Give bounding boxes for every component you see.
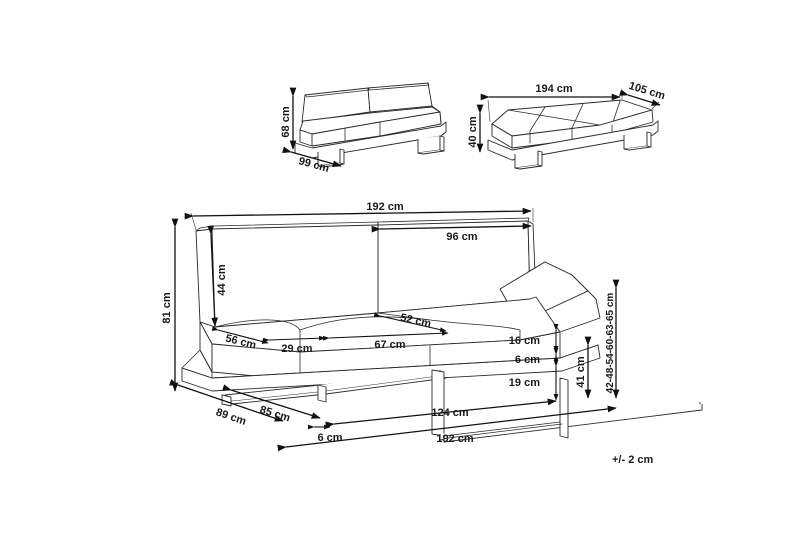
view-top-left-sofa: [294, 82, 447, 168]
dimension-main-seat-width: 67 cm: [322, 330, 449, 351]
dimension-main-total-height: 81 cm: [161, 218, 179, 392]
dimension-main-armrest-width: 29 cm: [262, 335, 326, 355]
dimension-label-tr-height: 40 cm: [467, 116, 479, 147]
dimension-tl-height: 68 cm: [280, 87, 297, 150]
dimension-label-main-frame-thickness: 6 cm: [515, 354, 540, 366]
dimension-label-main-overall-depth: 89 cm: [214, 406, 248, 428]
dimension-label-main-clearance-height: 19 cm: [509, 377, 540, 389]
view-top-right-bed: [487, 99, 659, 170]
dimension-label-main-leg-span: 124 cm: [431, 407, 469, 419]
dimension-main-clearance-height: 19 cm: [509, 360, 559, 401]
dimension-label-main-seat-thickness: 16 cm: [509, 335, 540, 347]
dimension-main-leg-span: 124 cm: [325, 398, 557, 429]
dimension-label-main-backrest-height: 44 cm: [216, 264, 228, 295]
dimension-main-backrest-height: 44 cm: [207, 225, 228, 327]
dimension-main-seat-height: 41 cm: [575, 336, 592, 399]
dimension-label-main-width-top: 192 cm: [366, 201, 404, 213]
dimension-label-tr-width: 194 cm: [535, 83, 573, 95]
dimension-tr-height: 40 cm: [467, 104, 484, 153]
dimension-label-tr-depth: 105 cm: [627, 80, 666, 102]
dimension-label-main-total-height: 81 cm: [161, 292, 173, 323]
dimension-label-main-back-width: 96 cm: [446, 231, 477, 243]
dimension-main-width-bottom: 192 cm: [277, 405, 617, 452]
dimension-label-main-width-bottom: 192 cm: [436, 433, 474, 445]
dimension-label-main-seat-width: 67 cm: [374, 339, 405, 351]
dimension-main-back-width: 96 cm: [371, 222, 532, 243]
dimension-main-backrest-positions: 42-48-54-60-63-65 cm: [605, 279, 620, 399]
tolerance-note: +/- 2 cm: [612, 454, 653, 466]
dimension-label-main-seat-height: 41 cm: [575, 356, 587, 387]
dimension-label-tl-height: 68 cm: [280, 106, 292, 137]
dimension-label-main-armrest-width: 29 cm: [281, 343, 312, 355]
dimension-tr-width: 194 cm: [480, 83, 623, 123]
dimension-main-width-top: 192 cm: [184, 201, 534, 231]
dimension-label-main-backrest-positions: 42-48-54-60-63-65 cm: [605, 293, 616, 394]
